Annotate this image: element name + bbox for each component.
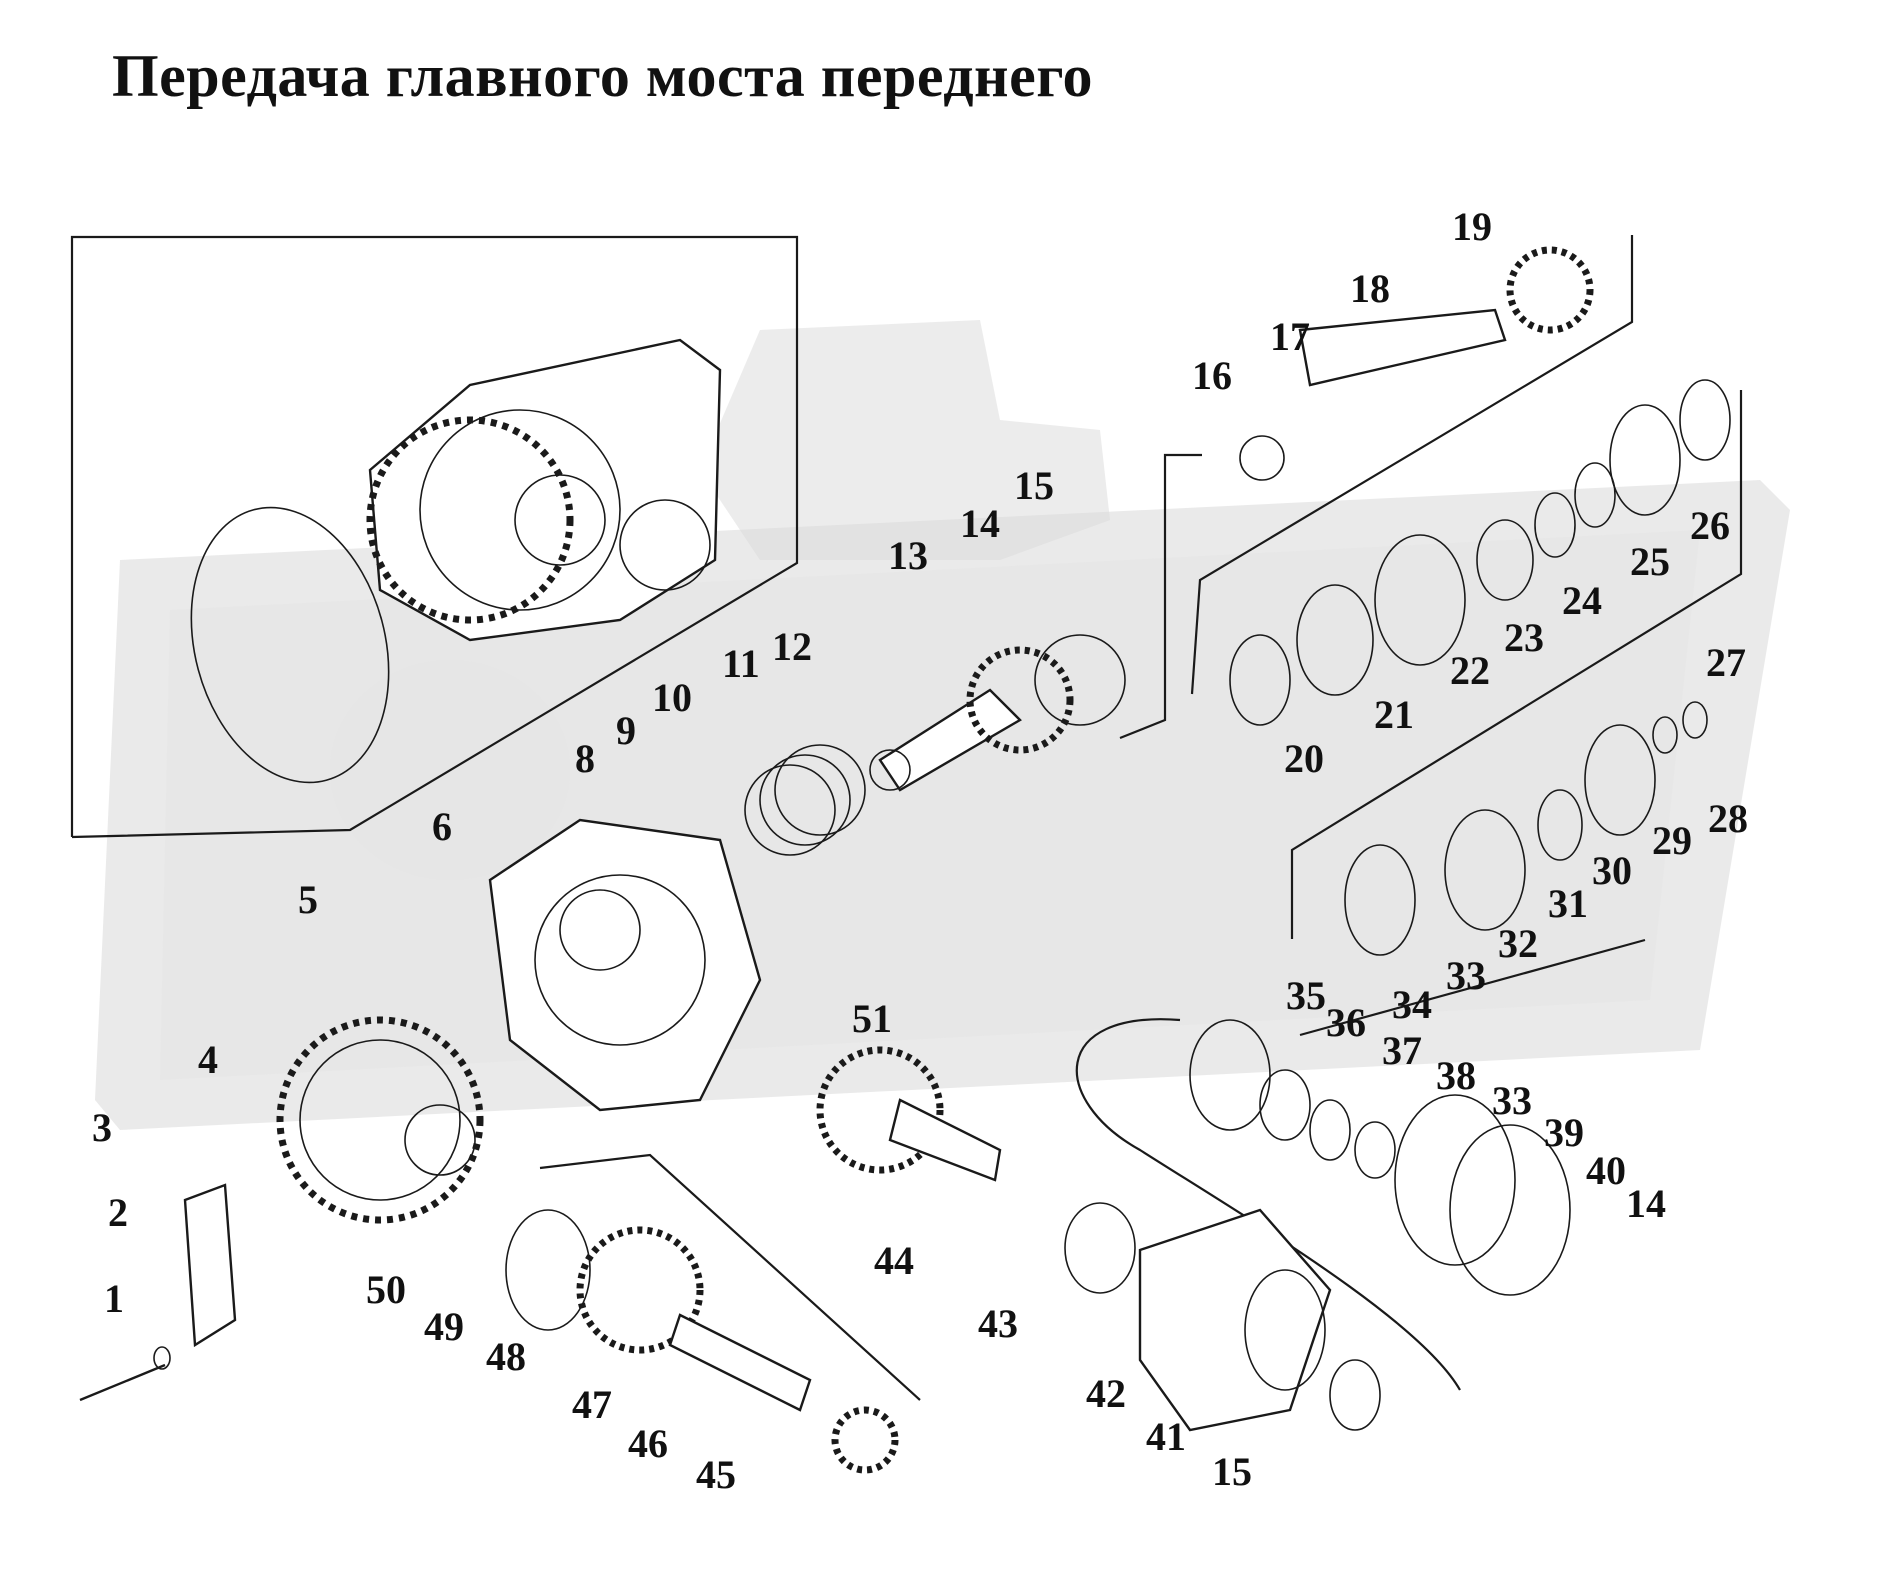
callout-label: 30 bbox=[1592, 848, 1632, 893]
callout-label: 9 bbox=[616, 708, 636, 753]
callout-label: 8 bbox=[575, 736, 595, 781]
part-gasket-6 bbox=[190, 506, 390, 784]
callout-label: 2 bbox=[108, 1190, 128, 1235]
callout-label: 16 bbox=[1192, 353, 1232, 398]
callout-label: 26 bbox=[1690, 503, 1730, 548]
callout-label: 33 bbox=[1492, 1078, 1532, 1123]
callout-label: 33 bbox=[1446, 953, 1486, 998]
callout-label: 10 bbox=[652, 675, 692, 720]
callout-label: 39 bbox=[1544, 1110, 1584, 1155]
part-bracket-3 bbox=[183, 1183, 237, 1348]
part-bearing-cups-20-26 bbox=[1229, 379, 1731, 726]
page-title: Передача главного моста переднего bbox=[112, 43, 1094, 109]
callout-label: 49 bbox=[424, 1304, 464, 1349]
callout-label: 34 bbox=[1392, 982, 1432, 1027]
callout-label: 5 bbox=[298, 877, 318, 922]
callout-label: 27 bbox=[1706, 640, 1746, 685]
callout-label: 17 bbox=[1270, 314, 1310, 359]
callout-label: 37 bbox=[1382, 1028, 1422, 1073]
part-bolt-1 bbox=[79, 1346, 171, 1402]
callout-label: 46 bbox=[628, 1421, 668, 1466]
callout-label: 51 bbox=[852, 996, 892, 1041]
callout-label: 38 bbox=[1436, 1053, 1476, 1098]
callout-label: 31 bbox=[1548, 881, 1588, 926]
part-cover-39 bbox=[1189, 1019, 1571, 1296]
callout-label: 25 bbox=[1630, 539, 1670, 584]
callout-label: 24 bbox=[1562, 578, 1602, 623]
callout-labels: 1 2 3 4 5 6 8 9 10 11 12 13 14 15 16 17 … bbox=[92, 204, 1748, 1497]
callout-label: 50 bbox=[366, 1267, 406, 1312]
callout-label: 11 bbox=[722, 641, 760, 686]
callout-label: 18 bbox=[1350, 266, 1390, 311]
callout-label: 13 bbox=[888, 533, 928, 578]
callout-label: 20 bbox=[1284, 736, 1324, 781]
part-gear-49-50 bbox=[505, 1209, 899, 1474]
callout-label: 35 bbox=[1286, 973, 1326, 1018]
callout-label: 3 bbox=[92, 1105, 112, 1150]
grouping-brackets bbox=[70, 235, 1743, 1401]
part-ring-gear-5 bbox=[276, 1016, 484, 1224]
callout-label: 32 bbox=[1498, 921, 1538, 966]
part-differential-carrier-51 bbox=[488, 818, 762, 1112]
callout-label: 15 bbox=[1212, 1449, 1252, 1494]
callout-label: 29 bbox=[1652, 818, 1692, 863]
callout-label: 21 bbox=[1374, 692, 1414, 737]
callout-label: 43 bbox=[978, 1301, 1018, 1346]
callout-label: 6 bbox=[432, 804, 452, 849]
callout-label: 19 bbox=[1452, 204, 1492, 249]
callout-label: 36 bbox=[1326, 1000, 1366, 1045]
callout-label: 42 bbox=[1086, 1371, 1126, 1416]
callout-label: 48 bbox=[486, 1334, 526, 1379]
callout-label: 14 bbox=[1626, 1181, 1666, 1226]
part-pinion-13 bbox=[869, 634, 1126, 792]
part-covers-28-34 bbox=[1344, 701, 1708, 956]
callout-label: 1 bbox=[104, 1276, 124, 1321]
callout-label: 41 bbox=[1146, 1414, 1186, 1459]
part-shaft-18 bbox=[1239, 246, 1594, 481]
part-drive-gear-45 bbox=[816, 1046, 1002, 1182]
callout-label: 44 bbox=[874, 1238, 914, 1283]
callout-label: 47 bbox=[572, 1382, 612, 1427]
part-housing-42 bbox=[1064, 1202, 1381, 1432]
callout-label: 45 bbox=[696, 1452, 736, 1497]
callout-label: 28 bbox=[1708, 796, 1748, 841]
callout-label: 15 bbox=[1014, 463, 1054, 508]
callout-label: 4 bbox=[198, 1037, 218, 1082]
callout-label: 22 bbox=[1450, 648, 1490, 693]
callout-label: 40 bbox=[1586, 1148, 1626, 1193]
callout-label: 23 bbox=[1504, 615, 1544, 660]
part-shims-11 bbox=[744, 744, 866, 856]
callout-label: 14 bbox=[960, 501, 1000, 546]
part-housing-assembly-12 bbox=[366, 338, 722, 642]
callout-label: 12 bbox=[772, 624, 812, 669]
